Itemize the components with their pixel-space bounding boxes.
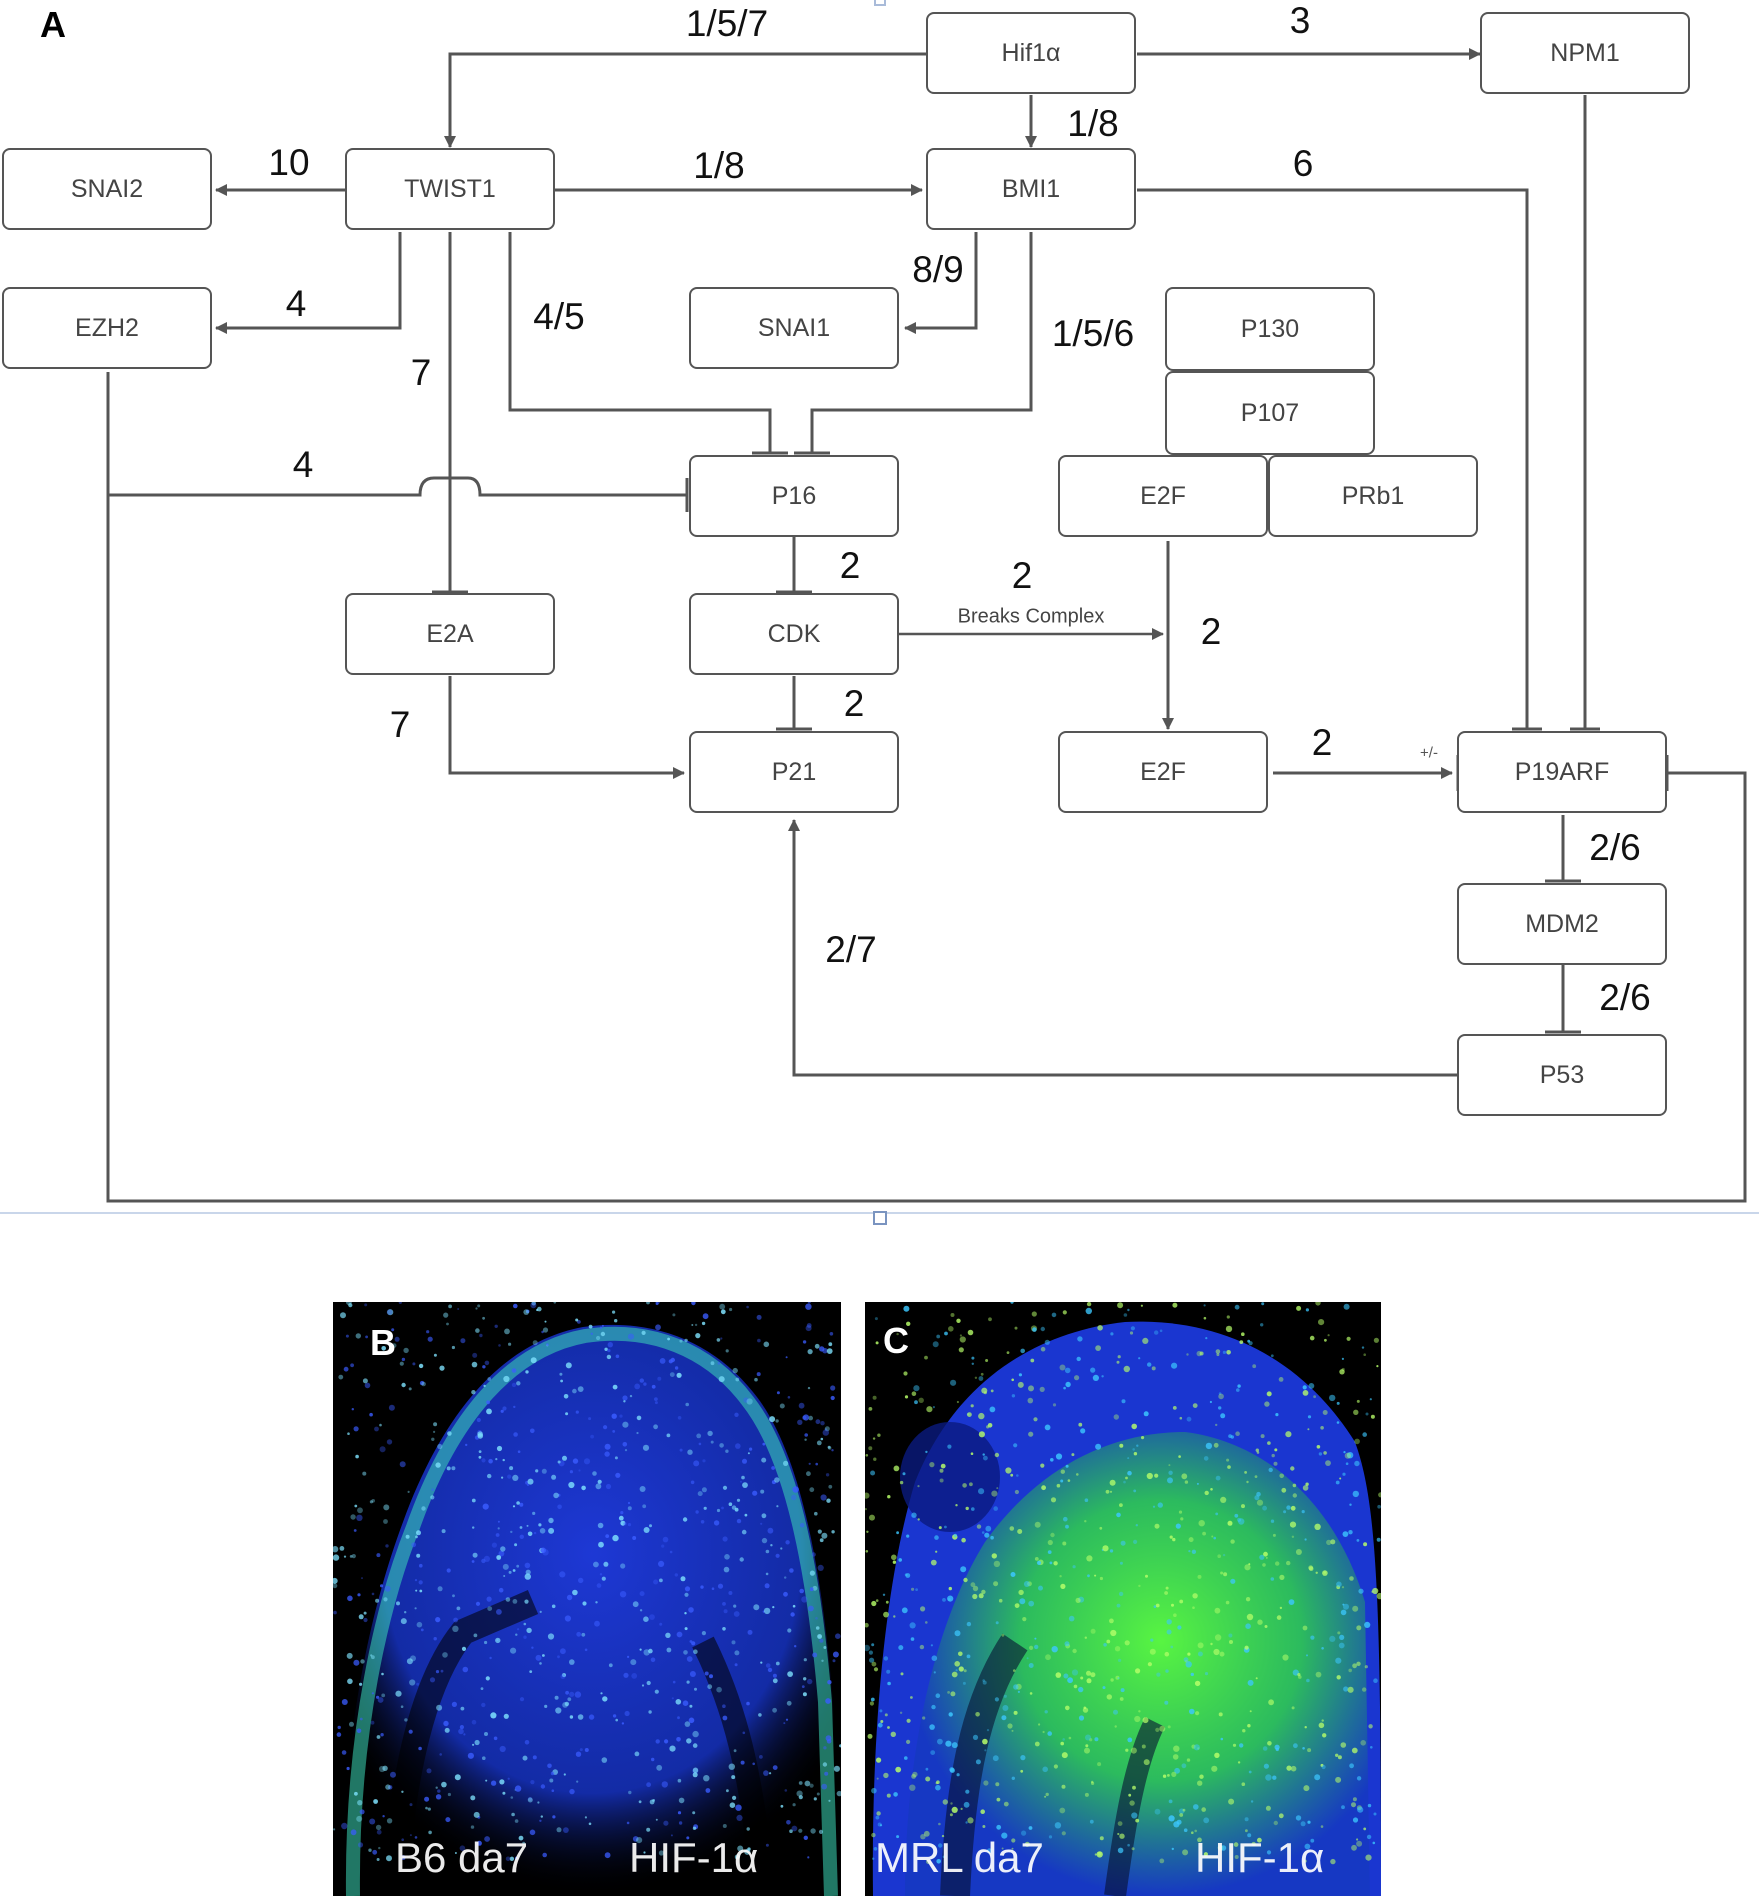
label-cdk-e2f: 2 <box>1011 555 1033 596</box>
micrograph-b-sample-label: B6 da7 <box>395 1834 529 1881</box>
node-hif1a: Hif1α <box>926 12 1136 94</box>
micrograph-c-image <box>865 1302 1381 1896</box>
label-hif1a-twist1: 1/5/7 <box>685 3 769 44</box>
micrograph-b: B B6 da7 HIF-1α <box>333 1302 841 1896</box>
node-npm1: NPM1 <box>1480 12 1690 94</box>
label-ezh2-p16: 4 <box>292 444 314 485</box>
edge-ezh2-p19arf <box>106 495 1747 1203</box>
node-twist1: TWIST1 <box>345 148 555 230</box>
edge-twist1-p16 <box>508 232 772 453</box>
micrograph-b-image <box>333 1302 841 1896</box>
label-hif1a-bmi1: 1/8 <box>1067 103 1119 144</box>
micrograph-c: C MRL da7 HIF-1α <box>865 1302 1381 1896</box>
edge-p53-p21 <box>788 819 1457 1077</box>
node-p16: P16 <box>689 455 899 537</box>
node-e2f-complex: E2F <box>1058 455 1268 537</box>
label-twist1-bmi1: 1/8 <box>693 145 745 186</box>
node-p21: P21 <box>689 731 899 813</box>
edge-hif1a-twist1 <box>444 52 926 148</box>
node-bmi1: BMI1 <box>926 148 1136 230</box>
node-p107: P107 <box>1165 371 1375 455</box>
edge-bmi1-p19arf <box>1137 188 1529 729</box>
node-p53: P53 <box>1457 1034 1667 1116</box>
separator-handle <box>873 1211 887 1225</box>
node-mdm2: MDM2 <box>1457 883 1667 965</box>
node-p19arf: P19ARF <box>1457 731 1667 813</box>
node-e2a: E2A <box>345 593 555 675</box>
edge-bmi1-snai1 <box>904 232 978 334</box>
node-ezh2: EZH2 <box>2 287 212 369</box>
label-cdk-p21: 2 <box>843 683 865 724</box>
node-e2f: E2F <box>1058 731 1268 813</box>
label-twist1-snai2: 10 <box>268 142 310 183</box>
node-cdk: CDK <box>689 593 899 675</box>
node-prb1: PRb1 <box>1268 455 1478 537</box>
panel-a-letter: A <box>40 4 66 45</box>
label-bmi1-p16: 1/5/6 <box>1051 313 1135 354</box>
label-twist1-p16: 4/5 <box>533 296 585 337</box>
label-hif1a-npm1: 3 <box>1289 0 1311 41</box>
label-twist1-e2a: 7 <box>410 352 432 393</box>
micrograph-c-stain-label: HIF-1α <box>1195 1834 1325 1881</box>
label-p19arf-mdm2: 2/6 <box>1589 827 1641 868</box>
label-e2f-e2f: 2 <box>1200 611 1222 652</box>
label-p16-cdk: 2 <box>839 545 861 586</box>
label-mdm2-p53: 2/6 <box>1599 977 1651 1018</box>
label-breaks-complex: Breaks Complex <box>957 605 1105 628</box>
edge-bmi1-p16 <box>810 232 1033 453</box>
top-handle <box>874 0 886 6</box>
micrograph-c-sample-label: MRL da7 <box>875 1834 1044 1881</box>
label-bmi1-p19arf: 6 <box>1292 143 1314 184</box>
panel-c-letter: C <box>883 1320 909 1361</box>
node-snai1: SNAI1 <box>689 287 899 369</box>
label-p19arf-sign: +/- <box>1420 744 1438 762</box>
label-twist1-ezh2: 4 <box>285 283 307 324</box>
edge-e2a-p21 <box>448 676 685 779</box>
label-e2a-p21: 7 <box>389 704 411 745</box>
micrograph-b-stain-label: HIF-1α <box>629 1834 759 1881</box>
panel-b-letter: B <box>370 1322 396 1363</box>
label-bmi1-snai1: 8/9 <box>912 249 964 290</box>
node-p130: P130 <box>1165 287 1375 371</box>
label-e2f-p19arf: 2 <box>1311 722 1333 763</box>
label-p53-p21: 2/7 <box>825 929 877 970</box>
edge-ezh2-p16 <box>106 372 687 497</box>
edge-twist1-ezh2 <box>215 232 402 334</box>
pathway-connectors <box>106 48 1747 1203</box>
node-snai2: SNAI2 <box>2 148 212 230</box>
